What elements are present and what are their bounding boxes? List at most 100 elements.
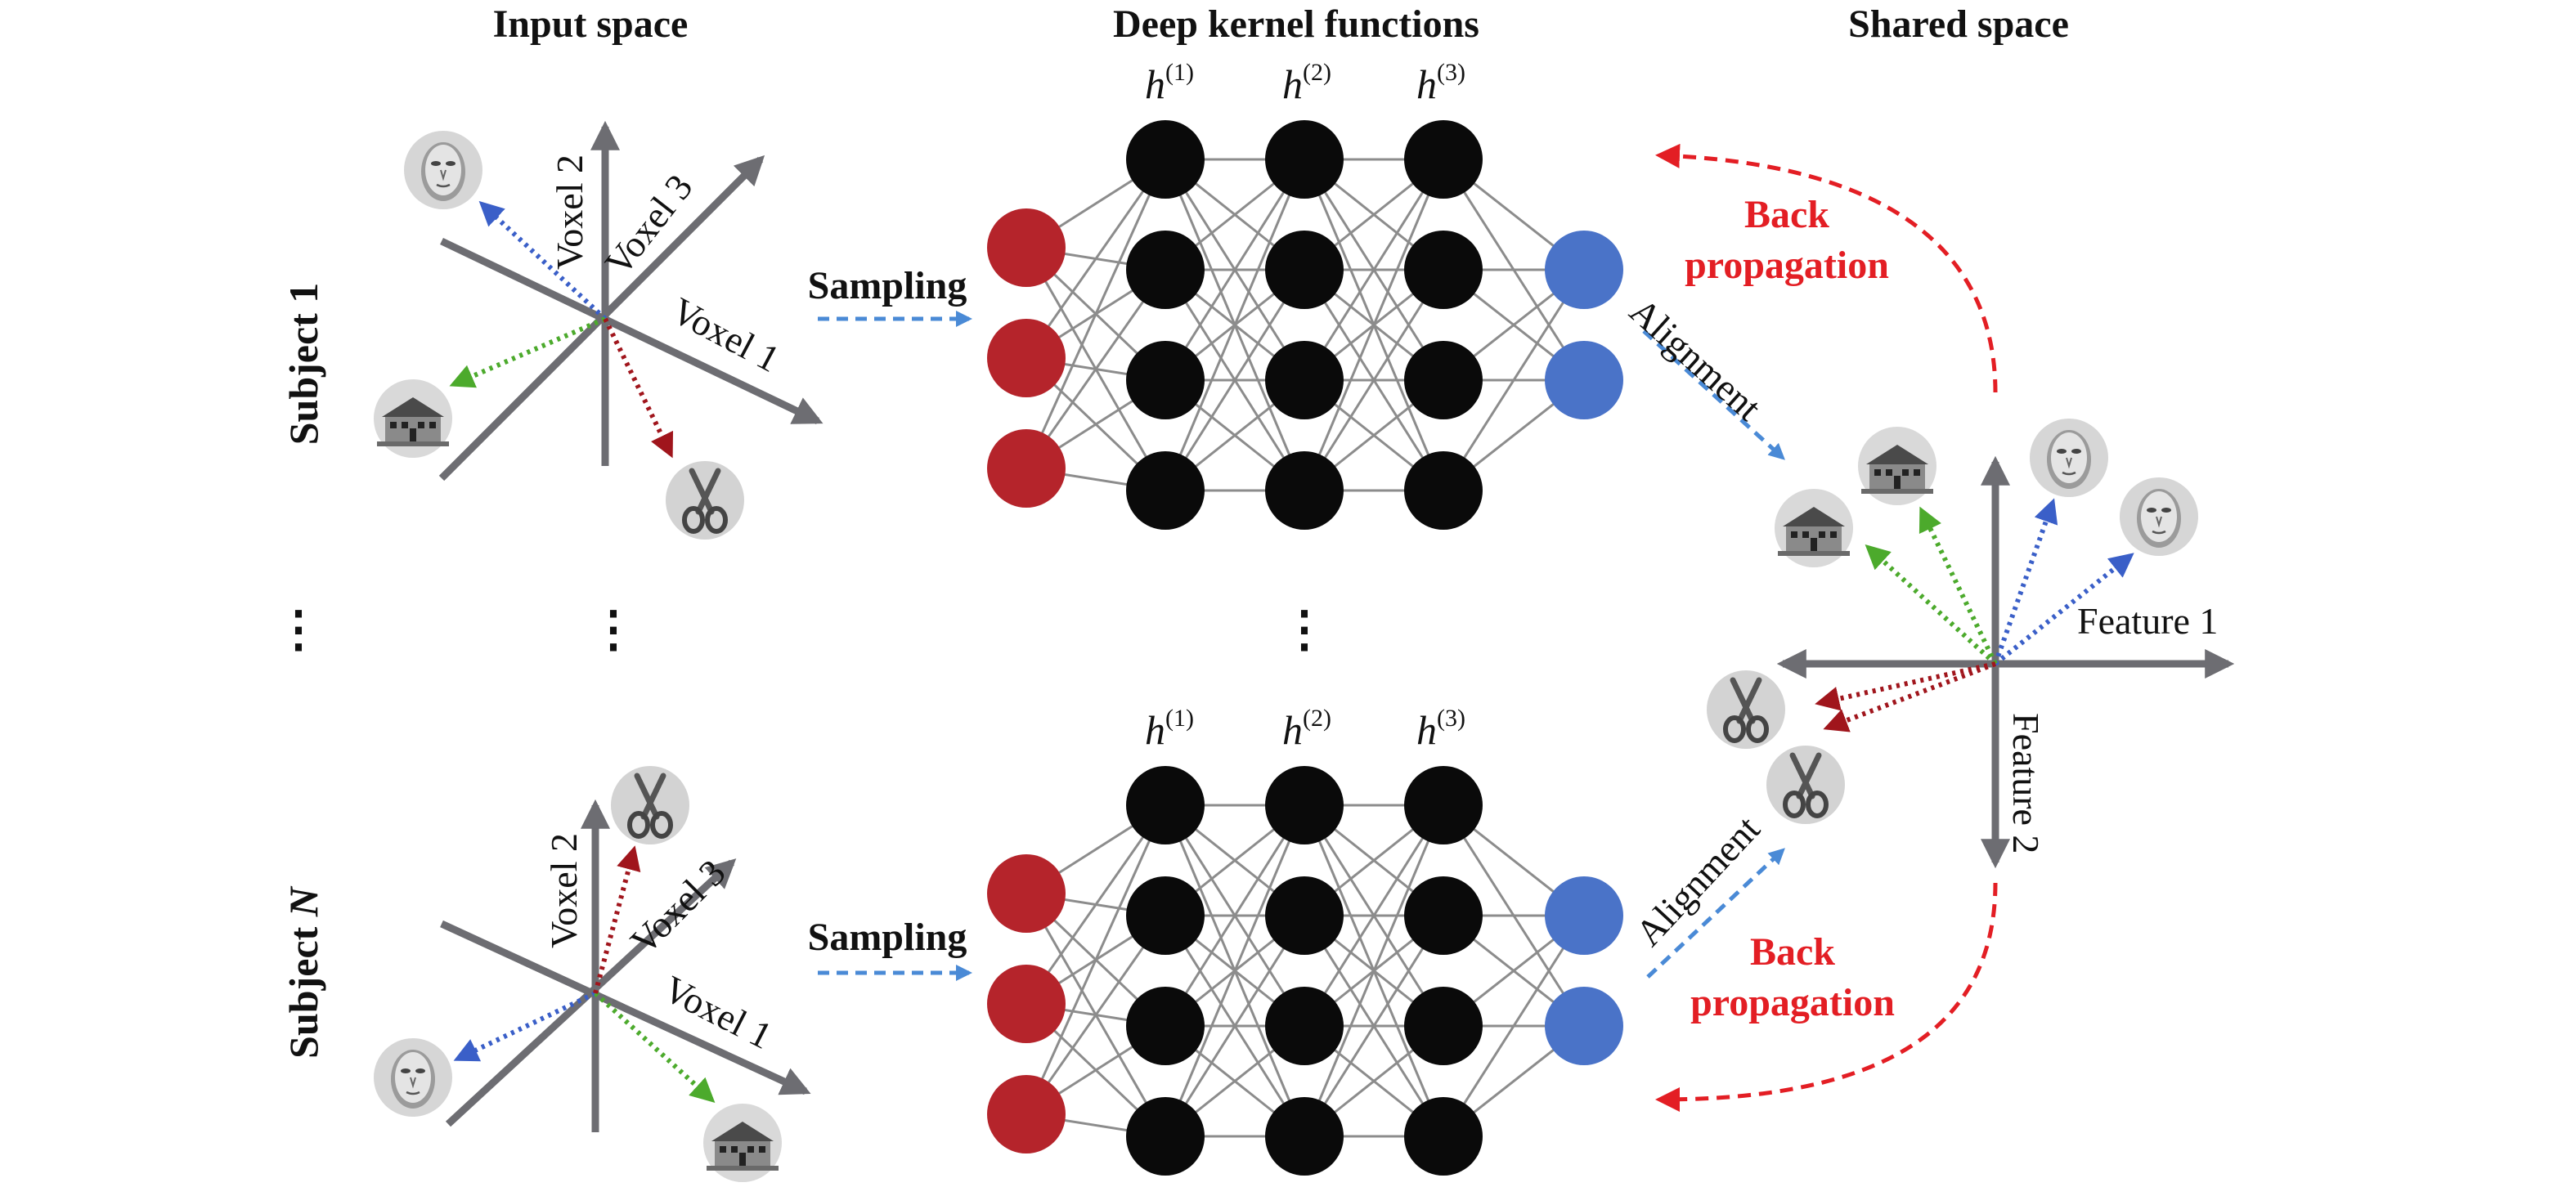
h-letter: h bbox=[1145, 61, 1165, 107]
house-vector bbox=[1865, 544, 1998, 666]
voxel-1-axis bbox=[440, 920, 811, 1095]
house-vector bbox=[449, 316, 607, 388]
network-edges bbox=[1025, 804, 1586, 1138]
output-node bbox=[1545, 341, 1623, 419]
input-space-subject-n: Voxel 2 Voxel 3 Voxel 1 bbox=[372, 766, 811, 1182]
output-node bbox=[1545, 987, 1623, 1065]
network-edge bbox=[1025, 159, 1167, 359]
ellipsis-subjects: ⋮ bbox=[274, 602, 323, 656]
subject-n-label: Subject N bbox=[280, 885, 326, 1059]
hidden-node bbox=[1404, 451, 1483, 530]
layer-labels-bottom: h(1) h(2) h(3) bbox=[1145, 705, 1465, 753]
sampling-label-n: Sampling bbox=[808, 916, 967, 959]
hidden-node bbox=[1126, 120, 1205, 199]
network-edge bbox=[1442, 269, 1586, 491]
feature-1-label: Feature 1 bbox=[2077, 600, 2218, 642]
face-icon bbox=[2118, 476, 2200, 558]
scissors-vector bbox=[603, 317, 674, 459]
network-subject-n bbox=[987, 766, 1623, 1176]
hidden-node bbox=[1265, 231, 1344, 309]
network-edge bbox=[1164, 159, 1306, 491]
hidden-node bbox=[1265, 341, 1344, 419]
network-edge bbox=[1164, 915, 1306, 1137]
network-edge bbox=[1025, 804, 1167, 1005]
input-node bbox=[987, 1075, 1066, 1153]
propagation-label-top: propagation bbox=[1685, 244, 1889, 287]
house-vector bbox=[1919, 506, 1998, 665]
back-propagation-arrow-bottom bbox=[1655, 882, 1998, 1112]
network-edge bbox=[1164, 804, 1306, 1137]
h-superscript: (1) bbox=[1165, 59, 1194, 86]
voxel-1-axis bbox=[440, 237, 824, 425]
hidden-node bbox=[1265, 451, 1344, 530]
hidden-node bbox=[1404, 120, 1483, 199]
face-icon bbox=[2028, 417, 2110, 499]
hidden-node bbox=[1404, 231, 1483, 309]
network-edge bbox=[1164, 804, 1306, 1027]
network-edge bbox=[1303, 159, 1445, 491]
hidden-node bbox=[1404, 766, 1483, 844]
layer-label-h1: h(1) bbox=[1145, 59, 1194, 107]
hidden-node bbox=[1265, 1097, 1344, 1176]
voxel-2-label: Voxel 2 bbox=[549, 155, 590, 270]
alignment-arrow-n bbox=[1646, 848, 1785, 979]
face-icon bbox=[372, 1037, 454, 1118]
hidden-node bbox=[1265, 876, 1344, 955]
layer-labels-top: h(1) h(2) h(3) bbox=[1145, 59, 1465, 107]
network-edge bbox=[1442, 915, 1586, 1137]
input-node bbox=[987, 208, 1066, 287]
scissors-icon bbox=[666, 461, 744, 540]
feature-2-label: Feature 2 bbox=[2005, 713, 2047, 853]
face-vector bbox=[478, 200, 608, 321]
network-edge bbox=[1025, 804, 1167, 1115]
scissors-vector bbox=[1815, 661, 1996, 711]
layer-label-h2: h(2) bbox=[1282, 705, 1331, 753]
network-edge bbox=[1303, 915, 1445, 1137]
hidden-node bbox=[1404, 876, 1483, 955]
voxel-3-label: Voxel 3 bbox=[622, 851, 734, 962]
network-edges bbox=[1025, 158, 1586, 492]
h-superscript: (2) bbox=[1303, 705, 1331, 732]
scissors-vector bbox=[593, 845, 641, 994]
h-letter: h bbox=[1416, 707, 1437, 753]
network-edge bbox=[1303, 269, 1445, 491]
network-edge bbox=[1164, 159, 1306, 381]
hidden-node bbox=[1404, 1097, 1483, 1176]
network-subject-1 bbox=[987, 120, 1623, 530]
voxel-1-label: Voxel 1 bbox=[657, 967, 779, 1056]
h-letter: h bbox=[1416, 61, 1437, 107]
hidden-node bbox=[1265, 987, 1344, 1065]
hidden-node bbox=[1126, 987, 1205, 1065]
scissors-icon bbox=[1707, 670, 1785, 749]
back-label-bottom: Back bbox=[1750, 930, 1835, 974]
output-node bbox=[1545, 876, 1623, 955]
scissors-vector bbox=[1823, 661, 1997, 732]
shared-space: Feature 1 Feature 2 bbox=[1707, 417, 2235, 869]
subject-n-variable: N bbox=[280, 885, 326, 917]
input-node bbox=[987, 319, 1066, 397]
output-node bbox=[1545, 231, 1623, 309]
hidden-node bbox=[1265, 766, 1344, 844]
network-edge bbox=[1303, 159, 1445, 381]
network-edge bbox=[1025, 159, 1167, 469]
h-letter: h bbox=[1282, 707, 1303, 753]
house-vector bbox=[593, 991, 716, 1104]
h-superscript: (3) bbox=[1437, 59, 1465, 86]
back-propagation-arrow-top bbox=[1655, 143, 1998, 393]
hidden-node bbox=[1404, 341, 1483, 419]
ellipsis-network: ⋮ bbox=[1280, 602, 1329, 656]
hidden-node bbox=[1404, 987, 1483, 1065]
network-edge bbox=[1303, 804, 1445, 1137]
sampling-label-1: Sampling bbox=[808, 264, 967, 307]
subject-1-label: Subject 1 bbox=[280, 283, 326, 446]
voxel-3-label: Voxel 3 bbox=[597, 167, 701, 284]
hidden-node bbox=[1126, 876, 1205, 955]
h-letter: h bbox=[1282, 61, 1303, 107]
voxel-2-label: Voxel 2 bbox=[543, 833, 585, 948]
hidden-node bbox=[1126, 1097, 1205, 1176]
input-node bbox=[987, 429, 1066, 508]
propagation-label-bottom: propagation bbox=[1690, 981, 1895, 1024]
alignment-arrow-1 bbox=[1642, 329, 1785, 460]
layer-label-h1: h(1) bbox=[1145, 705, 1194, 753]
header-deep-kernel-functions: Deep kernel functions bbox=[1113, 2, 1479, 46]
